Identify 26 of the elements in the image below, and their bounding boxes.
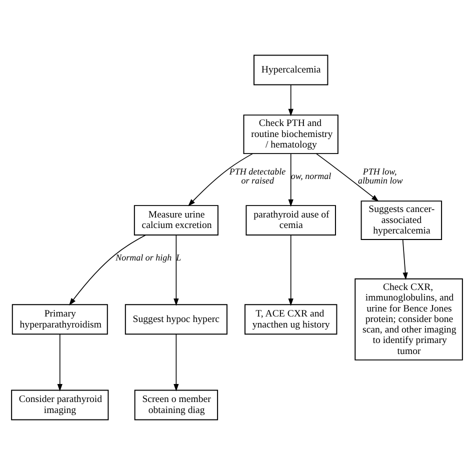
arrow (288, 234, 294, 306)
arrow (316, 152, 379, 202)
arrow (174, 334, 179, 391)
node-box: Screen o member obtaining diag (134, 389, 218, 420)
arrow (402, 238, 408, 280)
node-box: Check PTH and routine biochemistry / hematology (243, 114, 338, 154)
node-box: Hypercalcemia (254, 54, 328, 85)
edge-label: L (176, 252, 182, 262)
arrow (288, 84, 294, 116)
node-box: Measure urine calcium excretion (134, 204, 218, 236)
arrow (57, 334, 62, 391)
node-box: Suggests cancer-associated hypercalcemia (360, 200, 442, 240)
node-box: parathyroid ause of cemia (246, 204, 336, 236)
edge-label: PTH detectable or raised (229, 166, 286, 186)
arrow (188, 152, 254, 206)
node-box: T, ACE CXR and ynacthen ug history (244, 304, 338, 334)
edge-label: Normal or high (116, 252, 172, 262)
edge-label: PTH low, albumin low (358, 166, 403, 186)
node-box: Check CXR, immunoglobulins, and urine for Bence Jones protein; consider bone scan, and other imaging to identify primary tumor (354, 278, 463, 360)
arrow (288, 152, 294, 206)
node-box: Suggest hypoc hyperc (124, 304, 228, 334)
arrow (174, 234, 179, 306)
arrow (69, 234, 146, 305)
node-box: Primary hyperparathyroidism (12, 304, 108, 334)
node-box: Consider parathyroid imaging (11, 389, 109, 420)
edge-label: ow, normal (290, 170, 332, 180)
